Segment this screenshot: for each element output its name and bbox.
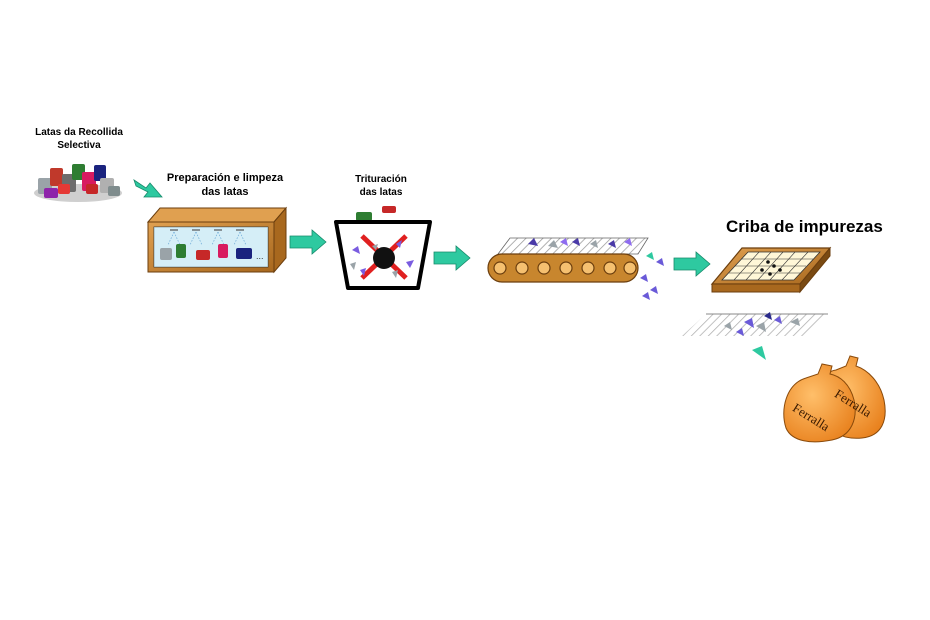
sieve-label: Criba de impurezas xyxy=(726,217,883,236)
prep-label: Preparación e limpeza das latas xyxy=(150,172,300,200)
sieve-grid-icon xyxy=(682,246,832,360)
prep-label-line1: Preparación e limpeza xyxy=(166,172,284,184)
washer-box-icon: ... xyxy=(146,206,288,274)
shred-label-line2: das latas xyxy=(359,186,403,198)
shred-label-line1: Trituración xyxy=(355,174,407,185)
shredder-icon xyxy=(334,206,432,290)
svg-text:...: ... xyxy=(256,251,264,261)
arrow-1-icon xyxy=(133,179,163,198)
collection-label: Latas da Recollida Selectiva xyxy=(14,127,144,152)
collection-label-line2: Selectiva xyxy=(57,139,101,151)
cans-pile-icon xyxy=(34,164,122,202)
prep-label-line2: das latas xyxy=(201,185,249,198)
conveyor-belt-icon xyxy=(487,237,664,300)
arrow-3-icon xyxy=(433,245,471,271)
shred-label: Trituración das latas xyxy=(336,174,426,199)
collection-label-line1: Latas da Recollida xyxy=(35,127,123,138)
scrap-sacks-icon xyxy=(783,355,886,443)
arrow-2-icon xyxy=(289,229,327,255)
arrow-4-icon xyxy=(673,251,711,277)
